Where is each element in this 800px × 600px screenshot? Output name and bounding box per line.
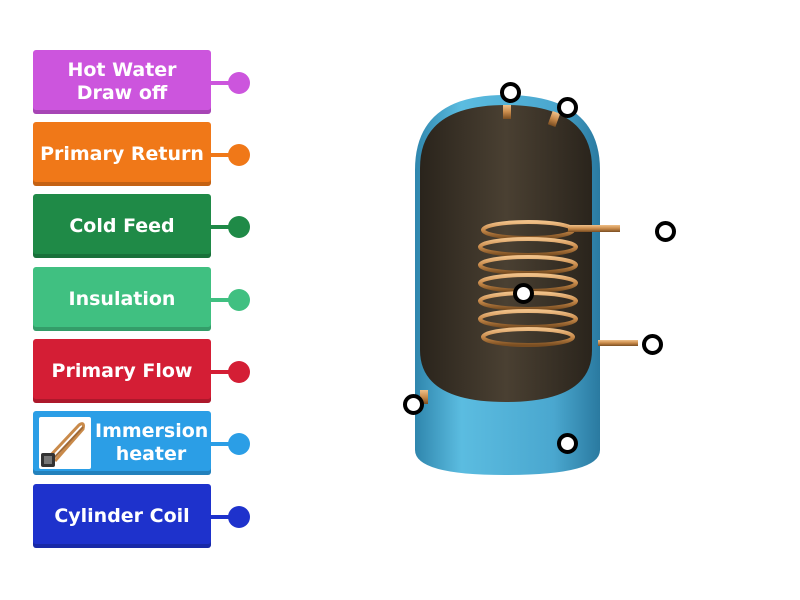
label-pin[interactable] (228, 433, 250, 455)
label-insulation[interactable]: Insulation (33, 267, 211, 331)
immersion-heater-element-icon (39, 417, 91, 469)
drop-target[interactable] (557, 433, 578, 454)
label-text: Immersion heater (95, 420, 209, 465)
label-connector (211, 225, 231, 229)
label-pin[interactable] (228, 216, 250, 238)
drop-target[interactable] (557, 97, 578, 118)
label-pin[interactable] (228, 72, 250, 94)
label-text: Hot Water Draw off (67, 59, 177, 104)
label-connector (211, 370, 231, 374)
label-hot-water-draw-off[interactable]: Hot Water Draw off (33, 50, 211, 114)
label-text: Cold Feed (69, 214, 175, 237)
drop-target[interactable] (655, 221, 676, 242)
label-connector (211, 515, 231, 519)
label-connector (211, 153, 231, 157)
label-pin[interactable] (228, 506, 250, 528)
label-pin[interactable] (228, 144, 250, 166)
hot-water-cylinder-photo (415, 95, 638, 475)
drop-target[interactable] (403, 394, 424, 415)
label-primary-flow[interactable]: Primary Flow (33, 339, 211, 403)
label-cylinder-coil[interactable]: Cylinder Coil (33, 484, 211, 548)
label-connector (211, 81, 231, 85)
label-text: Primary Return (40, 142, 204, 165)
label-text: Insulation (68, 287, 176, 310)
label-cold-feed[interactable]: Cold Feed (33, 194, 211, 258)
label-pin[interactable] (228, 361, 250, 383)
drop-target[interactable] (500, 82, 521, 103)
label-connector (211, 442, 231, 446)
drop-target[interactable] (513, 283, 534, 304)
label-connector (211, 298, 231, 302)
drop-target[interactable] (642, 334, 663, 355)
label-text: Primary Flow (51, 359, 193, 382)
label-pin[interactable] (228, 289, 250, 311)
label-text: Cylinder Coil (54, 504, 190, 527)
label-immersion-heater[interactable]: Immersion heater (33, 411, 211, 475)
label-primary-return[interactable]: Primary Return (33, 122, 211, 186)
